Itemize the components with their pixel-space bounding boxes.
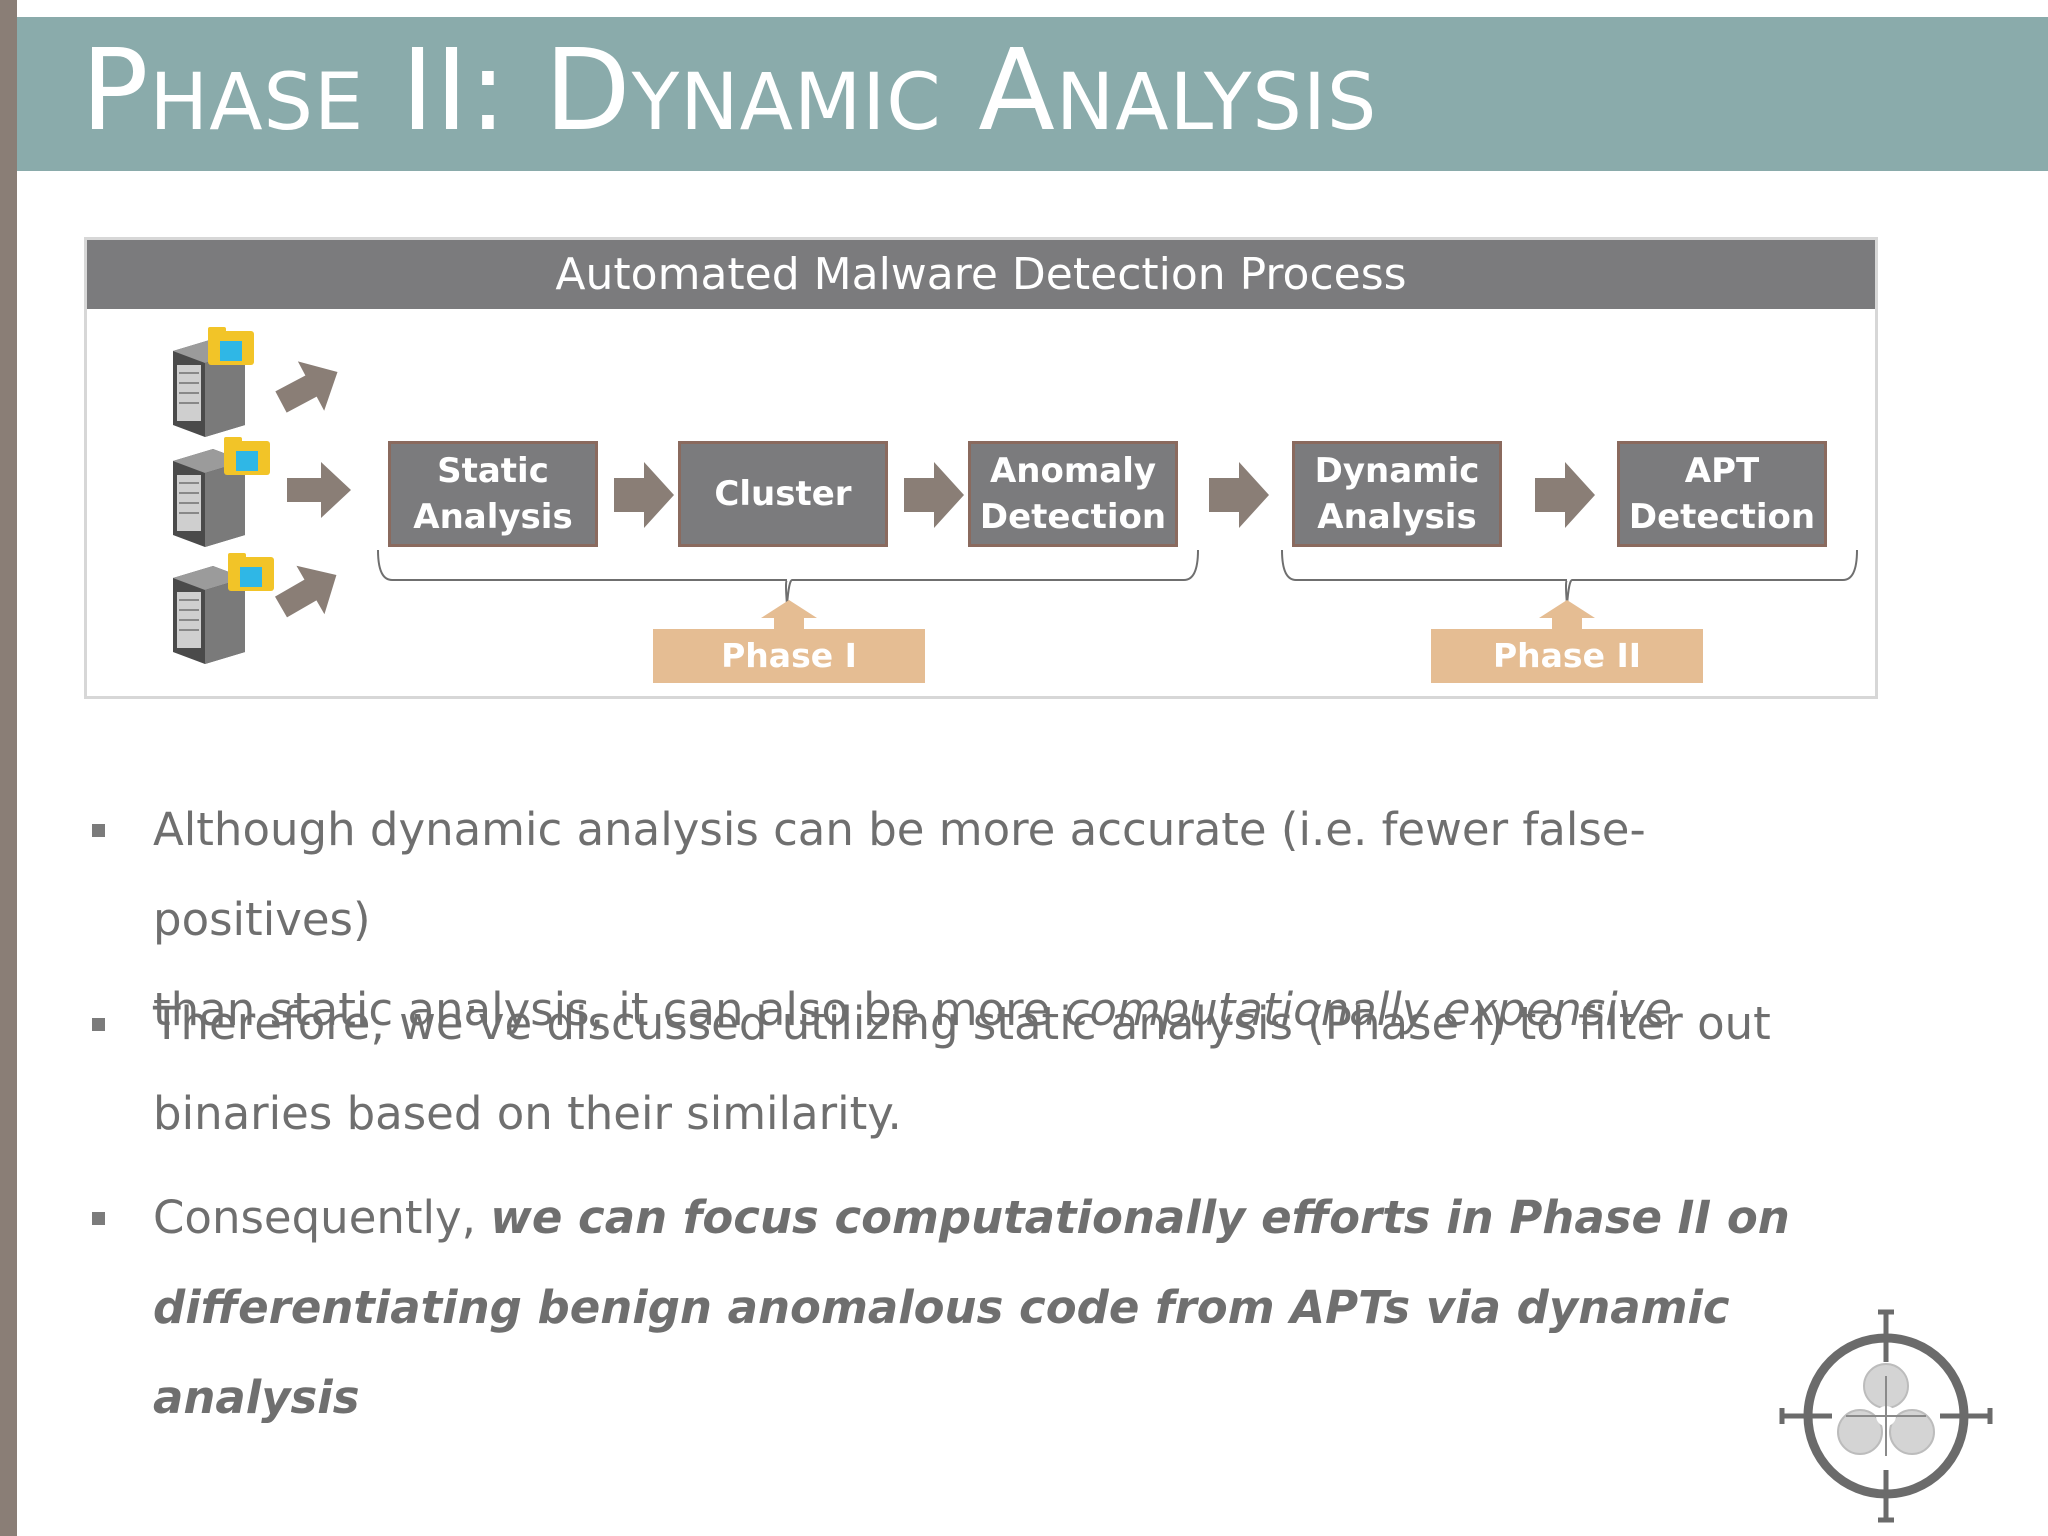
arrow-icon [614,462,674,528]
folder-icon [228,553,274,591]
arrow-icon [275,565,337,618]
folder-icon [208,327,254,365]
stage-label: Detection [1628,497,1816,537]
stage-label: Analysis [413,497,573,537]
phase-2-tag: Phase II [1431,629,1703,683]
bracket-icon [1281,549,1858,606]
bracket-icon [377,549,1199,606]
title-bar: Phase II: Dynamic Analysis [17,17,2048,171]
arrow-icon [1535,462,1595,528]
stage-label: Detection [979,497,1167,537]
arrow-icon [1539,600,1595,630]
arrow-icon [904,462,964,528]
arrow-icon [287,462,351,518]
stage-apt-detection: APT Detection [1617,441,1827,547]
server-icon [173,566,245,664]
stage-label: Cluster [714,474,852,514]
bullet-emphasis: computationally expensive [1064,983,1673,1036]
bullet-text: than static analysis, it can also be mor… [153,983,1065,1036]
bullet-item-1: Although dynamic analysis can be more ac… [153,785,1853,1055]
stage-label: Analysis [1317,497,1477,537]
bullet-item-2: Therefore, we’ve discussed utilizing sta… [153,979,1853,1159]
stage-label: Dynamic [1314,451,1480,491]
left-accent-strip [0,0,17,1536]
bullet-marker [92,1018,105,1031]
diagram-header: Automated Malware Detection Process [87,240,1875,309]
phase-1-tag: Phase I [653,629,925,683]
bullet-emphasis: differentiating benign anomalous code fr… [153,1281,1730,1424]
stage-label: Anomaly [989,451,1157,491]
stage-label: APT [1684,451,1760,491]
bullet-text: Therefore, we’ve discussed utilizing sta… [153,997,1771,1050]
slide-title: Phase II: Dynamic Analysis [81,26,1378,156]
bullet-text: binaries based on their similarity. [153,1087,902,1140]
arrow-icon [761,600,817,630]
bullet-text: Although dynamic analysis can be more ac… [153,803,1646,946]
bullet-marker [92,824,105,837]
bullet-marker [92,1212,105,1225]
stage-cluster: Cluster [678,441,888,547]
biohazard-target-icon [1779,1309,1993,1523]
arrow-icon [1209,462,1269,528]
bullet-text: Consequently, [153,1191,491,1244]
diagram-frame: Automated Malware Detection Process [84,237,1878,699]
server-icon [173,339,245,437]
stage-label: Static [437,451,549,491]
arrow-icon [275,361,338,413]
bullet-item-3: Consequently, we can focus computational… [153,1173,1853,1443]
bullet-emphasis: we can focus computationally efforts in … [490,1191,1790,1244]
diagram-graphics [173,327,1858,664]
folder-icon [224,437,270,475]
